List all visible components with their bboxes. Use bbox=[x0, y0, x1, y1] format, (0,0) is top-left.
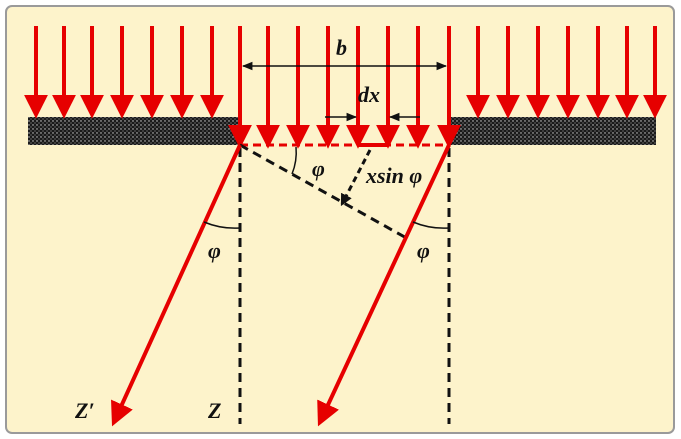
label-slit-width: b bbox=[336, 35, 347, 60]
screen-left bbox=[28, 117, 240, 145]
label-path-difference: xsin φ bbox=[365, 163, 422, 188]
label-angle-right: φ bbox=[417, 238, 430, 263]
label-angle-left: φ bbox=[208, 238, 221, 263]
incident-rays bbox=[24, 26, 667, 149]
label-axis-z: Z bbox=[207, 398, 221, 423]
diffracted-ray-right bbox=[317, 144, 451, 427]
angle-arc-top bbox=[291, 146, 297, 175]
wavefront-line bbox=[239, 143, 411, 242]
diffracted-ray-left bbox=[111, 144, 242, 427]
screen-right bbox=[449, 117, 656, 145]
angle-arc-left bbox=[203, 221, 241, 229]
angle-arc-right bbox=[412, 221, 450, 229]
background-panel bbox=[5, 5, 675, 434]
label-angle-top: φ bbox=[312, 156, 325, 181]
path-difference-arrow bbox=[340, 149, 372, 207]
label-element-width: dx bbox=[358, 82, 380, 107]
label-axis-z-prime: Z′ bbox=[74, 398, 95, 423]
